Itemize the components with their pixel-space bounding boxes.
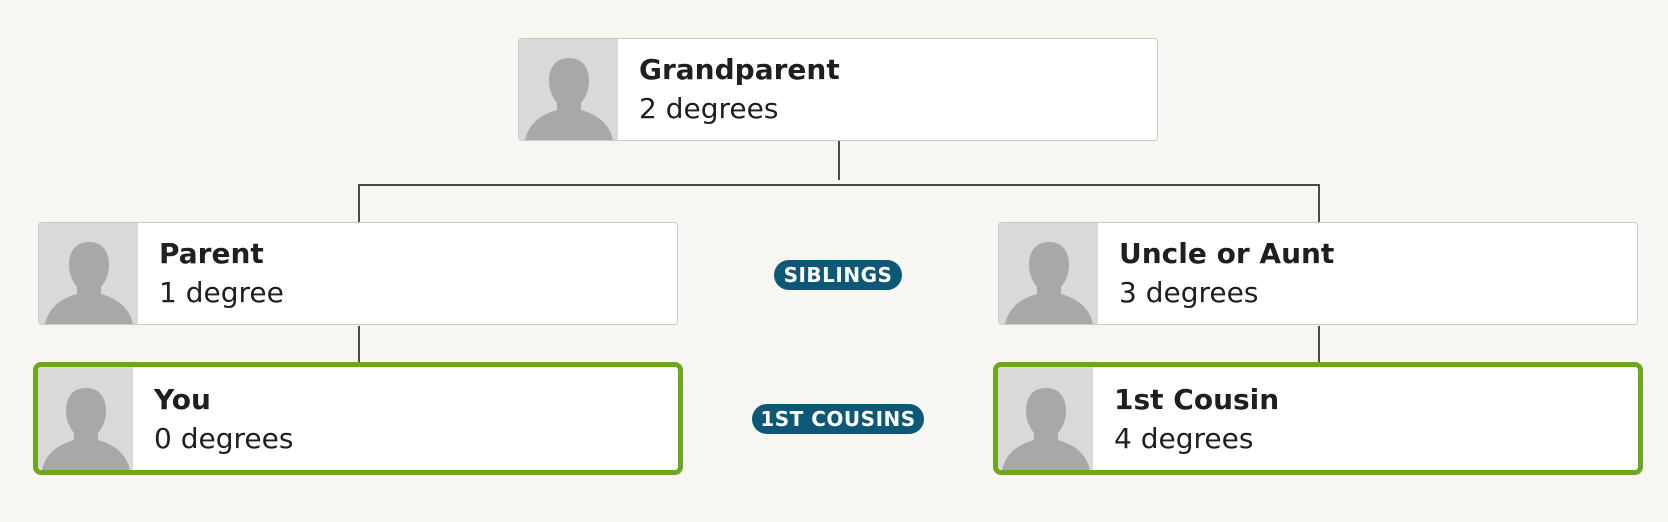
person-silhouette-icon — [1001, 388, 1090, 470]
avatar — [519, 39, 618, 140]
person-degree: 4 degrees — [1114, 422, 1254, 455]
avatar — [999, 223, 1098, 324]
person-name: You — [154, 383, 211, 416]
person-silhouette-icon — [44, 242, 133, 324]
avatar — [38, 367, 133, 470]
person-name: Uncle or Aunt — [1119, 237, 1335, 270]
person-degree: 3 degrees — [1119, 276, 1259, 309]
avatar — [39, 223, 138, 324]
connector-uncle-cousin — [1318, 326, 1320, 368]
person-card-1st-cousin[interactable]: 1st Cousin 4 degrees — [993, 362, 1643, 475]
connector-parent-you — [358, 326, 360, 368]
connector-horizontal — [358, 184, 1318, 186]
person-silhouette-icon — [524, 58, 613, 140]
person-degree: 2 degrees — [639, 92, 779, 125]
person-card-grandparent[interactable]: Grandparent 2 degrees — [518, 38, 1158, 141]
person-silhouette-icon — [1004, 242, 1093, 324]
connector-grandparent-down — [838, 140, 840, 180]
person-card-you[interactable]: You 0 degrees — [33, 362, 683, 475]
siblings-badge: SIBLINGS — [774, 260, 902, 290]
person-name: Parent — [159, 237, 264, 270]
connector-uncle-up — [1318, 184, 1320, 222]
person-silhouette-icon — [41, 388, 130, 470]
person-card-parent[interactable]: Parent 1 degree — [38, 222, 678, 325]
person-degree: 0 degrees — [154, 422, 294, 455]
person-name: 1st Cousin — [1114, 383, 1280, 416]
person-name: Grandparent — [639, 53, 840, 86]
person-degree: 1 degree — [159, 276, 284, 309]
avatar — [998, 367, 1093, 470]
connector-parent-up — [358, 184, 360, 222]
first-cousins-badge: 1ST COUSINS — [752, 404, 924, 434]
person-card-uncle-or-aunt[interactable]: Uncle or Aunt 3 degrees — [998, 222, 1638, 325]
